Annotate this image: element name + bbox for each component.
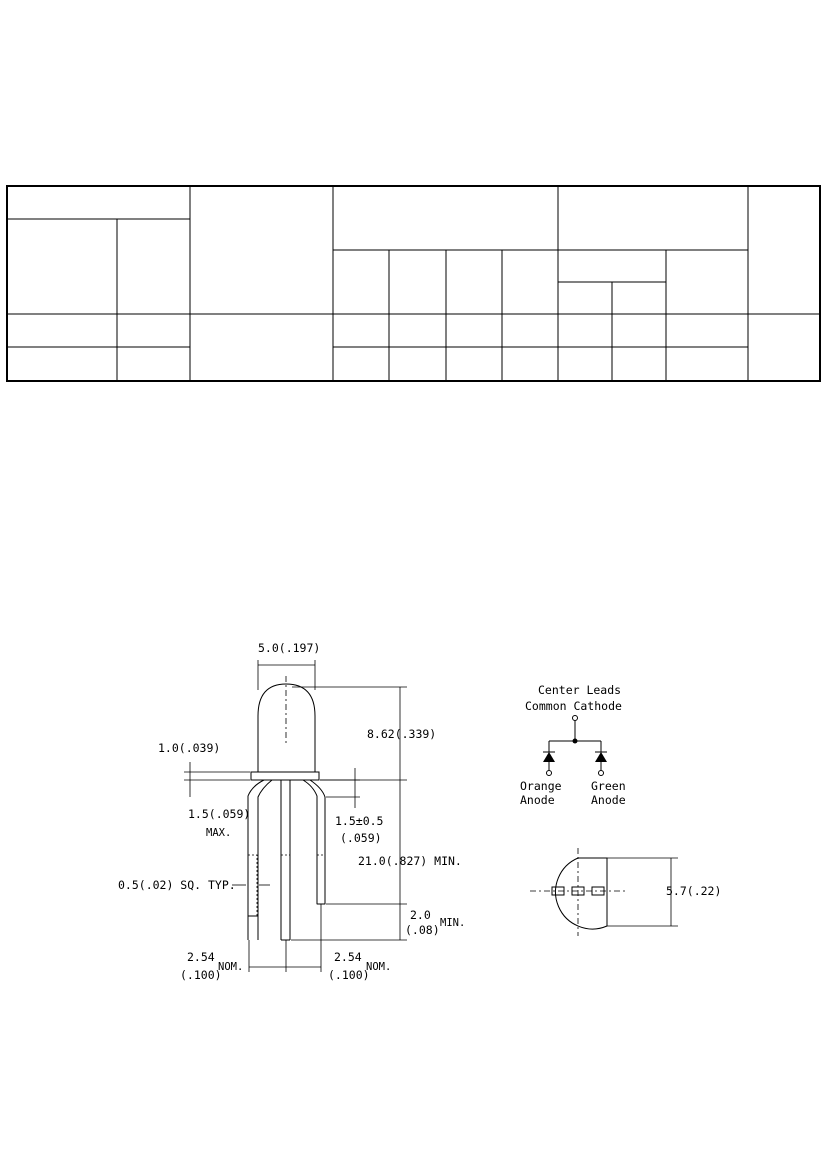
- dim-pitch: 2.54 (.100) NOM. 2.54 (.100) NOM.: [180, 904, 391, 982]
- dim-lens-height: 8.62(.339): [292, 686, 436, 781]
- led-outline: [247, 676, 326, 941]
- orange-anode-label: Anode: [520, 793, 555, 807]
- dim-lens-diameter: 5.0(.197): [257, 641, 320, 690]
- lead-square-label: 0.5(.02) SQ. TYP.: [118, 878, 236, 892]
- schematic-title-line1: Center Leads: [538, 683, 621, 697]
- lead-offset-label: 2.0: [410, 908, 431, 922]
- lead-length-label: 21.0(.827) MIN.: [358, 854, 462, 868]
- pitch-right-nom-label: NOM.: [366, 961, 391, 973]
- dim-standoff: 1.5±0.5 (.059): [320, 768, 383, 845]
- lens-diameter-label: 5.0(.197): [258, 641, 320, 655]
- green-label: Green: [591, 779, 626, 793]
- lead-offset-inch-label: (.08): [405, 923, 440, 937]
- standoff-label: 1.5±0.5: [335, 814, 383, 828]
- table-frame: [6, 185, 821, 382]
- table-grid-lines: [7, 186, 820, 381]
- orange-label: Orange: [520, 779, 562, 793]
- pitch-left-inch-label: (.100): [180, 968, 222, 982]
- bottom-width-label: 5.7(.22): [666, 884, 721, 898]
- bottom-view: 5.7(.22): [530, 848, 721, 936]
- dim-lead-square: 0.5(.02) SQ. TYP.: [118, 878, 270, 892]
- flange-max-label: 1.5(.059): [188, 807, 250, 821]
- standoff-inch-label: (.059): [340, 831, 382, 845]
- lead-offset-min-label: MIN.: [440, 917, 465, 929]
- pitch-right-label: 2.54: [334, 950, 362, 964]
- green-anode-label: Anode: [591, 793, 626, 807]
- dim-flange-thickness: 1.0(.039) 1.5(.059) MAX.: [158, 741, 250, 839]
- dim-lead-length: 21.0(.827) MIN.: [326, 780, 462, 905]
- flange-max-suffix: MAX.: [206, 827, 231, 839]
- dim-lead-offset: 2.0 (.08) MIN.: [291, 904, 465, 941]
- pitch-right-inch-label: (.100): [328, 968, 370, 982]
- schematic-title-line2: Common Cathode: [525, 699, 622, 713]
- flange-thickness-label: 1.0(.039): [158, 741, 220, 755]
- pitch-left-label: 2.54: [187, 950, 215, 964]
- green-diode-icon: [595, 752, 607, 762]
- pitch-left-nom-label: NOM.: [218, 961, 243, 973]
- schematic: Center Leads Common Cathode Orange Anode…: [520, 683, 626, 807]
- orange-diode-icon: [543, 752, 555, 762]
- lens-height-label: 8.62(.339): [367, 727, 436, 741]
